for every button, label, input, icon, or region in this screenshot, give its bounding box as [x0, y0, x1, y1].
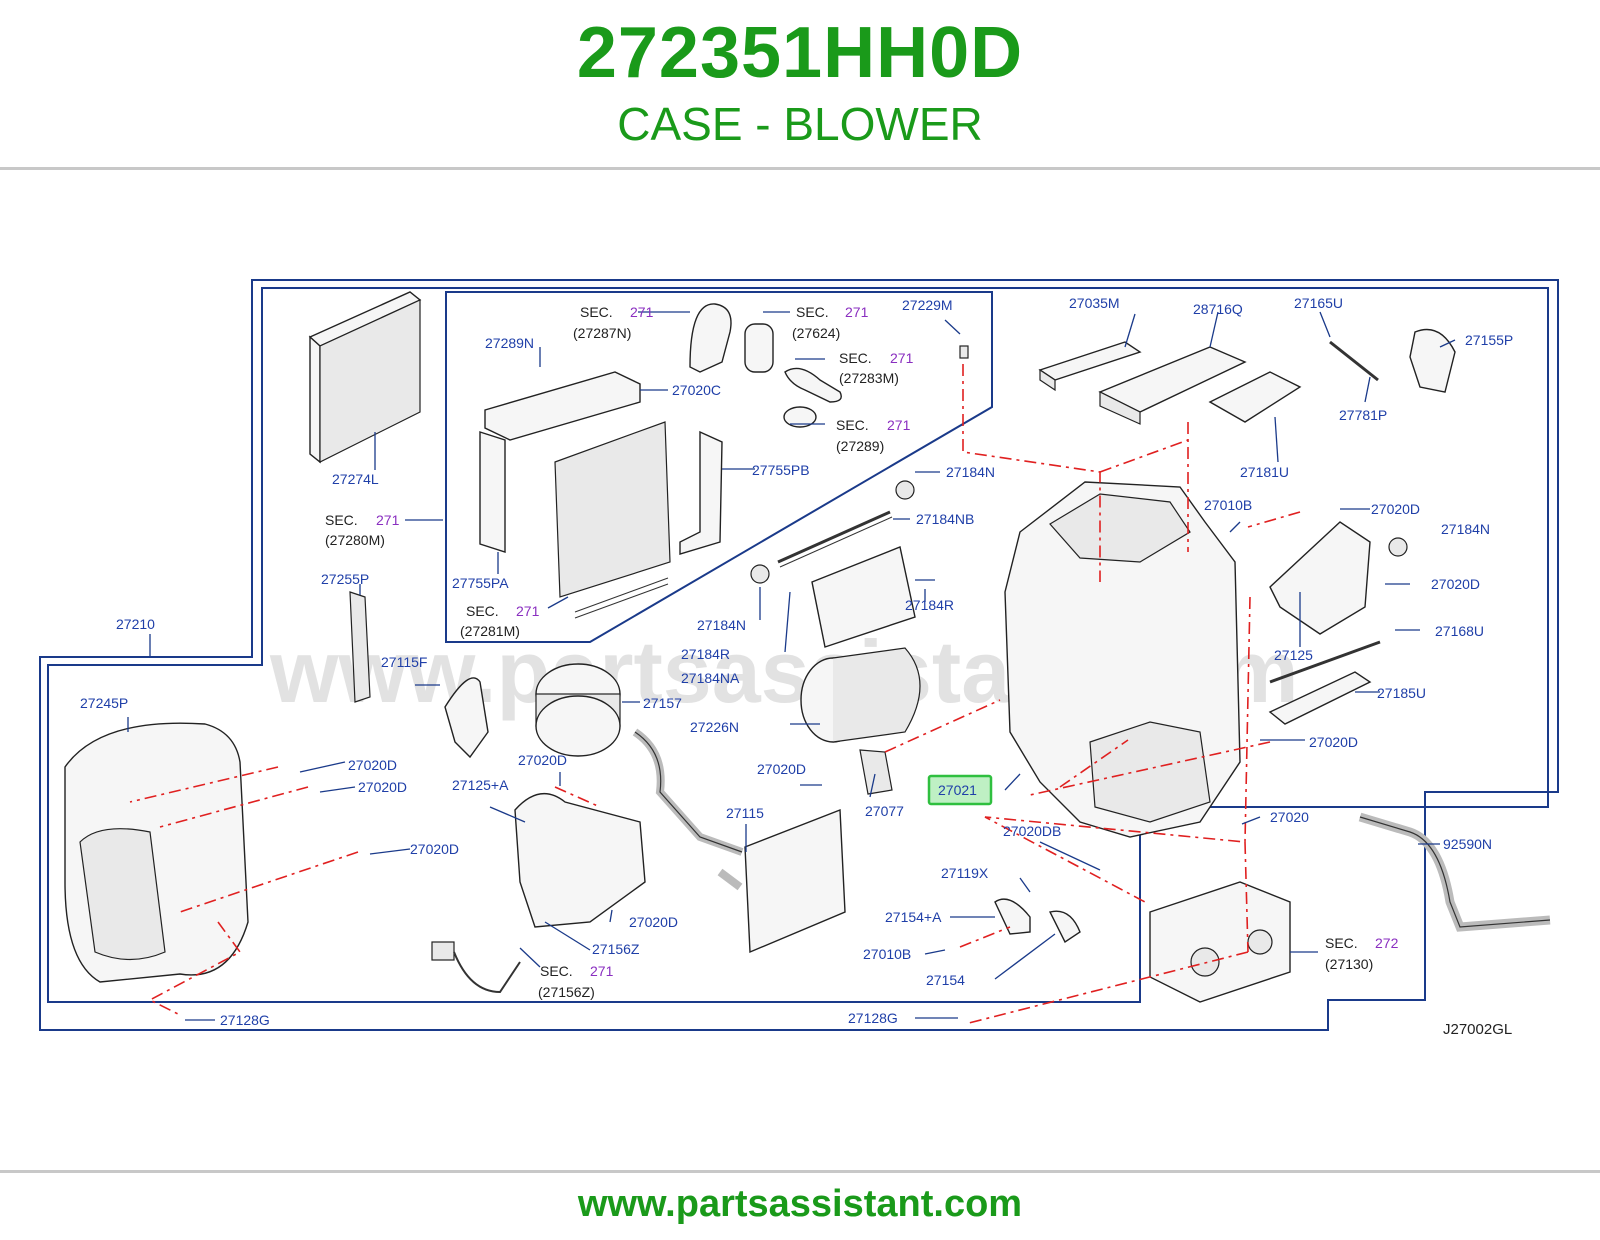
header: 272351HH0D CASE - BLOWER	[0, 0, 1600, 170]
part-label[interactable]: 27035M	[1069, 295, 1120, 311]
part-label[interactable]: 27154	[926, 972, 965, 988]
section-references: SEC. 271 (27287N) SEC. 271 (27624) SEC. …	[325, 304, 1399, 1000]
part-label[interactable]: 27185U	[1377, 685, 1426, 701]
svg-text:271: 271	[890, 350, 914, 366]
section-ref[interactable]: SEC. 271 (27283M)	[839, 350, 914, 386]
section-ref[interactable]: SEC. 271 (27280M)	[325, 512, 400, 548]
part-label[interactable]: 27245P	[80, 695, 128, 711]
svg-text:271: 271	[376, 512, 400, 528]
diagram-code: J27002GL	[1443, 1021, 1512, 1038]
part-label[interactable]: 27154+A	[885, 909, 942, 925]
part-label[interactable]: 27020D	[1371, 501, 1420, 517]
part-label[interactable]: 27184R	[681, 646, 730, 662]
part-label[interactable]: 27125	[1274, 647, 1313, 663]
parts-diagram: www.partsassistant.com	[0, 262, 1600, 1082]
part-label[interactable]: 27226N	[690, 719, 739, 735]
part-label[interactable]: 27181U	[1240, 464, 1289, 480]
section-ref[interactable]: SEC. 271 (27624)	[792, 304, 869, 341]
part-label[interactable]: 27184N	[946, 464, 995, 480]
part-label[interactable]: 27229M	[902, 297, 953, 313]
footer-url-link[interactable]: www.partsassistant.com	[577, 1183, 1023, 1225]
part-label[interactable]: 27020D	[518, 752, 567, 768]
part-label[interactable]: 27184N	[697, 617, 746, 633]
part-label[interactable]: 27184N	[1441, 521, 1490, 537]
svg-text:(27280M): (27280M)	[325, 532, 385, 548]
part-label[interactable]: 27157	[643, 695, 682, 711]
part-label[interactable]: 27184NA	[681, 670, 740, 686]
part-label[interactable]: 27010B	[1204, 497, 1252, 513]
svg-text:(27287N): (27287N)	[573, 325, 631, 341]
svg-text:SEC.: SEC.	[580, 304, 613, 320]
part-label[interactable]: 92590N	[1443, 836, 1492, 852]
svg-text:SEC.: SEC.	[1325, 935, 1358, 951]
part-label[interactable]: 27020D	[1431, 576, 1480, 592]
diagram-frames	[39, 279, 1559, 1031]
highlighted-part-label[interactable]: 27021	[938, 782, 977, 798]
svg-text:SEC.: SEC.	[325, 512, 358, 528]
svg-text:SEC.: SEC.	[540, 963, 573, 979]
leader-lines	[127, 311, 1456, 1021]
section-ref[interactable]: SEC. 271 (27156Z)	[538, 963, 614, 1000]
section-ref[interactable]: SEC. 271 (27287N)	[573, 304, 654, 341]
part-label[interactable]: 27210	[116, 616, 155, 632]
part-label[interactable]: 27755PB	[752, 462, 810, 478]
part-label[interactable]: 27755PA	[452, 575, 509, 591]
part-label[interactable]: 27184NB	[916, 511, 974, 527]
part-label[interactable]: 27781P	[1339, 407, 1387, 423]
part-label[interactable]: 27020	[1270, 809, 1309, 825]
svg-text:(27283M): (27283M)	[839, 370, 899, 386]
part-labels: 27289N 27020C 27755PB 27274L 27755PA 272…	[80, 295, 1513, 1028]
svg-text:271: 271	[516, 603, 540, 619]
part-label[interactable]: 27289N	[485, 335, 534, 351]
page-title: 272351HH0D	[576, 13, 1024, 93]
part-label[interactable]: 27020D	[757, 761, 806, 777]
part-label[interactable]: 27077	[865, 803, 904, 819]
part-label[interactable]: 27156Z	[592, 941, 640, 957]
svg-text:SEC.: SEC.	[836, 417, 869, 433]
part-label[interactable]: 27020D	[348, 757, 397, 773]
part-label[interactable]: 27128G	[220, 1012, 270, 1028]
svg-text:271: 271	[590, 963, 614, 979]
part-shapes	[64, 291, 1551, 1003]
section-ref[interactable]: SEC. 271 (27289)	[836, 417, 911, 454]
part-label[interactable]: 27020D	[410, 841, 459, 857]
svg-text:(27289): (27289)	[836, 438, 884, 454]
page-subtitle: CASE - BLOWER	[617, 98, 983, 150]
part-label[interactable]: 27165U	[1294, 295, 1343, 311]
svg-text:SEC.: SEC.	[796, 304, 829, 320]
svg-text:271: 271	[887, 417, 911, 433]
highlighted-part-box	[927, 774, 993, 806]
part-label[interactable]: 27020D	[358, 779, 407, 795]
part-label[interactable]: 27128G	[848, 1010, 898, 1026]
part-label[interactable]: 27255P	[321, 571, 369, 587]
svg-text:(27281M): (27281M)	[460, 623, 520, 639]
part-label[interactable]: 27115F	[381, 654, 427, 670]
part-label[interactable]: 27184R	[905, 597, 954, 613]
svg-text:(27130): (27130)	[1325, 956, 1373, 972]
svg-text:SEC.: SEC.	[839, 350, 872, 366]
svg-text:271: 271	[630, 304, 654, 320]
part-label[interactable]: 27168U	[1435, 623, 1484, 639]
part-label[interactable]: 27020D	[629, 914, 678, 930]
section-ref[interactable]: SEC. 272 (27130)	[1325, 935, 1399, 972]
part-label[interactable]: 27020DB	[1003, 823, 1061, 839]
part-label[interactable]: 27125+A	[452, 777, 509, 793]
part-label[interactable]: 27020D	[1309, 734, 1358, 750]
header-divider	[0, 167, 1600, 170]
part-label[interactable]: 27274L	[332, 471, 379, 487]
footer-divider	[0, 1170, 1600, 1173]
svg-text:272: 272	[1375, 935, 1399, 951]
assembly-lines	[129, 364, 1301, 1025]
svg-text:SEC.: SEC.	[466, 603, 499, 619]
part-label[interactable]: 27119X	[941, 865, 989, 881]
part-label[interactable]: 27020C	[672, 382, 721, 398]
part-label[interactable]: 27155P	[1465, 332, 1513, 348]
svg-text:271: 271	[845, 304, 869, 320]
part-label[interactable]: 27115	[726, 805, 764, 821]
part-label[interactable]: 28716Q	[1193, 301, 1243, 317]
part-label[interactable]: 27010B	[863, 946, 911, 962]
svg-text:(27156Z): (27156Z)	[538, 984, 595, 1000]
svg-text:(27624): (27624)	[792, 325, 840, 341]
section-ref[interactable]: SEC. 271 (27281M)	[460, 603, 540, 639]
